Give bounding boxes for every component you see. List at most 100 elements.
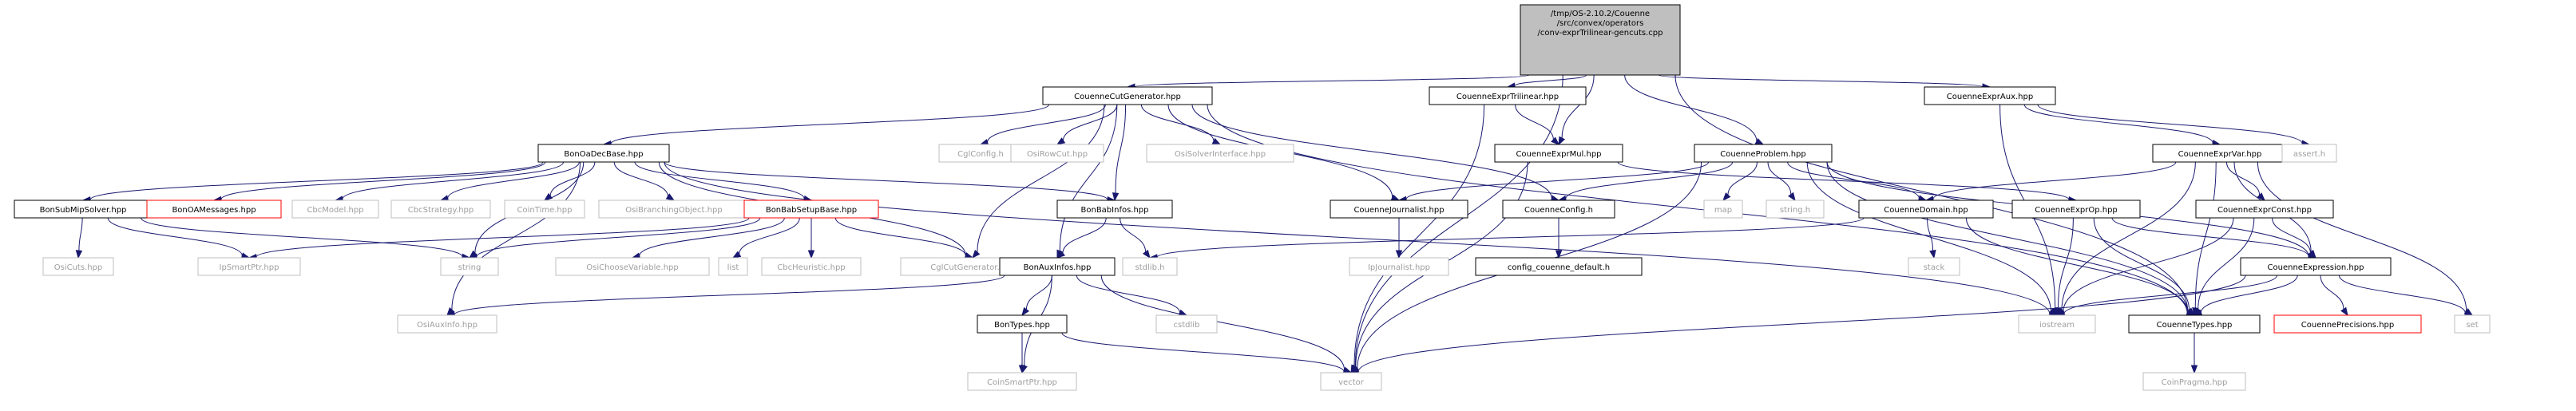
node-couenne-expr-var[interactable]: CouenneExprVar.hpp [2152,144,2288,163]
arrowhead [1551,136,1560,145]
node-cgl-config: CglConfig.h [938,144,1023,163]
node-box [504,200,585,219]
edge-bon-oa-dec-base-to-bon-oamessages [212,161,546,204]
graph-nodes: /tmp/OS-2.10.2/Couenne /src/convex/opera… [14,4,2491,391]
edge-couenne-expression-to-couenne-types [2193,275,2298,316]
node-couenne-problem[interactable]: CouenneProblem.hpp [1694,144,1833,163]
root-line-2: /src/convex/operators [1557,19,1644,28]
node-label: OsiRowCut.hpp [1027,150,1088,159]
node-iostream: iostream [2018,314,2096,334]
edge-couenne-expr-var-to-couenne-expr-const [2225,161,2265,201]
node-stack: stack [1908,257,1960,276]
node-bon-oamessages[interactable]: BonOAMessages.hpp [146,200,282,219]
node-coin-pragma: CoinPragma.hpp [2142,372,2246,391]
node-label: CouennePrecisions.hpp [2301,321,2394,330]
edge-bon-bab-setup-base-to-string [468,217,761,260]
node-couenne-expr-const[interactable]: CouenneExprConst.hpp [2195,200,2334,219]
node-couenne-expr-trilinear[interactable]: CouenneExprTrilinear.hpp [1429,86,1587,105]
node-box [1766,200,1825,219]
edge-couenne-expr-const-to-couenne-expression [2272,217,2317,259]
node-box [1349,257,1449,276]
arrowhead [1395,250,1403,259]
node-box [1502,200,1615,219]
node-bon-types[interactable]: BonTypes.hpp [977,314,1068,334]
node-osi-branching-object: OsiBranchingObject.hpp [598,200,750,219]
node-label: CouenneConfig.h [1524,206,1593,215]
node-bon-sub-mip-solver[interactable]: BonSubMipSolver.hpp [14,200,153,219]
edge-bon-oa-dec-base-to-bon-sub-mip-solver [81,161,544,204]
arrowhead [972,250,981,259]
node-label: map [1714,206,1732,215]
edge-couenne-expression-to-vector [1349,275,2246,376]
node-label: OsiBranchingObject.hpp [625,206,722,215]
node-couenne-expr-aux[interactable]: CouenneExprAux.hpp [1924,86,2056,105]
node-list: list [718,257,748,276]
edge-couenne-expr-var-to-set [2257,161,2474,316]
edge-couenne-journalist-to-ip-journalist [1395,217,1403,259]
node-box [1494,144,1623,163]
node-label: stdlib.h [1135,263,1165,272]
node-bon-bab-infos[interactable]: BonBabInfos.hpp [1056,200,1173,219]
node-box [977,314,1068,334]
arrowhead [1056,250,1066,259]
node-osi-choose-variable: OsiChooseVariable.hpp [555,257,710,276]
node-box [1146,144,1294,163]
node-coin-time: CoinTime.hpp [504,200,585,219]
node-bon-aux-infos[interactable]: BonAuxInfos.hpp [999,257,1116,276]
node-bon-oa-dec-base[interactable]: BonOaDecBase.hpp [537,144,670,163]
node-couenne-precisions[interactable]: CouennePrecisions.hpp [2273,314,2422,334]
node-label: BonOAMessages.hpp [172,206,256,215]
node-label: CglConfig.h [957,150,1004,159]
node-box [2454,314,2491,334]
node-couenne-domain[interactable]: CouenneDomain.hpp [1858,200,1994,219]
node-couenne-journalist[interactable]: CouenneJournalist.hpp [1330,200,1468,219]
node-label: IpJournalist.hpp [1368,263,1430,272]
node-box [2240,257,2392,276]
edge-root-to-couenne-problem [1624,74,1765,145]
arrowhead [1112,192,1120,202]
arrowhead [1788,192,1796,202]
node-config-couenne-default[interactable]: config_couenne_default.h [1475,257,1643,276]
node-box [291,200,379,219]
edge-bon-oa-dec-base-to-osi-branching-object [613,161,676,201]
node-label: string.h [1780,206,1810,215]
arrowhead [1929,249,1936,259]
node-cbc-model: CbcModel.hpp [291,200,379,219]
node-stdlib: stdlib.h [1122,257,1178,276]
node-couenne-types[interactable]: CouenneTypes.hpp [2128,314,2261,334]
edge-root-to-vector [1350,74,1563,374]
node-cstdlib: cstdlib [1155,314,1218,334]
edge-couenne-types-to-coin-pragma [2190,333,2198,374]
node-label: CouenneExprVar.hpp [2178,150,2262,159]
node-label: CouenneExprAux.hpp [1947,93,2033,101]
node-osi-row-cut: OsiRowCut.hpp [1010,144,1104,163]
node-box [743,200,879,219]
node-label: CbcStrategy.hpp [408,206,474,215]
root-node[interactable]: /tmp/OS-2.10.2/Couenne /src/convex/opera… [1520,4,1681,76]
arrowhead [75,250,83,259]
edge-bon-oa-dec-base-to-cbc-model [334,161,565,203]
node-bon-bab-setup-base[interactable]: BonBabSetupBase.hpp [743,200,879,219]
node-box [1475,257,1643,276]
edge-couenne-cut-generator-to-osi-row-cut [1056,104,1118,145]
edge-couenne-problem-to-iostream [1806,161,2059,316]
node-box [2195,200,2334,219]
edge-root-to-couenne-types [1674,74,2196,316]
edge-bon-bab-infos-to-bon-aux-infos [1056,217,1107,259]
node-box [1429,86,1587,105]
arrowhead [2048,308,2059,316]
edge-bon-oa-dec-base-to-cbc-strategy [439,161,580,202]
node-couenne-cut-generator[interactable]: CouenneCutGenerator.hpp [1042,86,1213,105]
edge-couenne-domain-to-stdlib [1148,217,1865,261]
node-ip-journalist: IpJournalist.hpp [1349,257,1449,276]
edge-couenne-expr-op-to-couenne-expression [2111,217,2317,260]
node-couenne-expr-op[interactable]: CouenneExprOp.hpp [2011,200,2141,219]
edge-bon-types-to-coin-smart-ptr [1018,332,1026,374]
node-couenne-expression[interactable]: CouenneExpression.hpp [2240,257,2392,276]
node-label: config_couenne_default.h [1508,263,1610,272]
node-label: BonBabInfos.hpp [1081,206,1149,215]
node-couenne-config[interactable]: CouenneConfig.h [1502,200,1615,219]
node-box [2273,314,2422,334]
node-couenne-expr-mul[interactable]: CouenneExprMul.hpp [1494,144,1623,163]
arrowhead [1558,136,1566,146]
